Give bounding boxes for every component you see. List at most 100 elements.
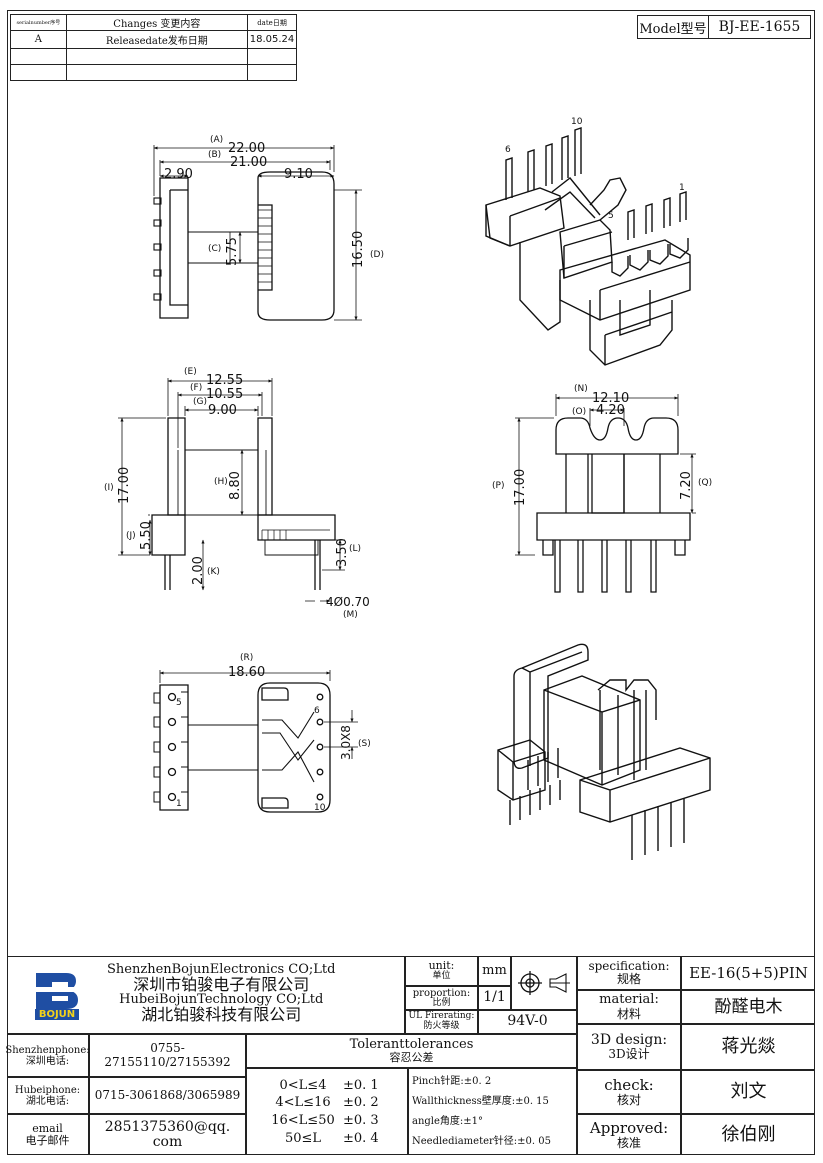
material-label-cell: material: 材料 [577,990,681,1024]
tolerance-title-cn: 容忍公差 [389,1051,434,1065]
email-label-cn: 电子邮件 [25,1134,70,1147]
projection-symbol-cell [511,956,577,1010]
dim-f-value: 10.55 [206,387,243,402]
hubei-value-cell: 0715-3061868/3065989 [89,1077,246,1114]
dim-o-tag: (O) [572,407,586,417]
model-value: BJ-EE-1655 [718,19,801,35]
tol-range: 4<L≤16 [275,1095,331,1111]
dim-b-value: 21.00 [230,155,267,170]
dim-left-value: 2.90 [164,167,193,182]
tol-note: Needlediameter针径:±0. 05 [412,1136,551,1147]
hubei-label-cell: Hubeiphone: 湖北电话: [7,1077,89,1114]
approved-label: Approved: [589,1119,669,1138]
tol-range: 50≤L [284,1130,322,1146]
dim-c-tag: (C) [208,244,221,254]
approved-label-cn: 核准 [616,1135,641,1150]
top-view [153,145,362,321]
dim-j-value: 5.50 [139,521,154,550]
proportion-value-cell: 1/1 [478,986,511,1010]
shenzhen-phone: 0755-27155110/27155392 [104,1041,231,1069]
firerating-label-cn: 防火等级 [423,1021,460,1031]
dim-g-value: 9.00 [208,403,237,418]
company-name-cn-1: 深圳市铂骏电子有限公司 [133,974,310,994]
iso-pin-10: 10 [571,117,583,127]
check-label: check: [604,1076,654,1095]
dim-m-value: 4Ø0.70 [326,595,370,609]
firerating-value: 94V-0 [507,1013,548,1030]
dim-f-tag: (F) [190,383,202,393]
firerating-label-cell: UL Firerating: 防火等级 [405,1010,478,1034]
tol-range: 0<L≤4 [279,1077,327,1093]
hubei-label-cn: 湖北电话: [25,1095,70,1107]
dim-j-tag: (J) [126,531,136,541]
tol-note: Pinch针距:±0. 2 [412,1076,492,1087]
check-value: 刘文 [730,1081,767,1103]
dim-b-tag: (B) [208,150,221,160]
material-value: 酚醛电木 [714,996,783,1017]
unit-label-cn: 单位 [432,971,451,982]
dim-s-value: 3.0X8 [339,725,353,760]
shenzhen-value-cell: 0755-27155110/27155392 [89,1034,246,1077]
check-label-cn: 核对 [616,1092,641,1107]
dim-l-value: 3.50 [335,538,350,567]
company-logo: BOJUN [7,957,107,1033]
company-name-cn-2: 湖北铂骏科技有限公司 [141,1005,302,1025]
tolerance-title: Toleranttolerances [349,1036,474,1052]
logo-text: BOJUN [34,1008,80,1020]
tol-note: angle角度:±1° [412,1116,484,1127]
dim-a-tag: (A) [210,135,223,145]
spec-value-cell: EE-16(5+5)PIN [681,956,815,990]
dim-l-tag: (L) [349,544,361,554]
company-name-en-2: HubeiBojunTechnology CO;Ltd [119,992,324,1008]
dim-d-tag: (D) [370,250,384,260]
dim-g-tag: (G) [193,397,207,407]
dim-q-value: 7.20 [679,471,694,500]
shenzhen-label-cell: Shenzhenphone: 深圳电话: [5,1034,90,1077]
email-label-cell: email 电子邮件 [7,1114,89,1155]
firerating-label: UL Firerating: [408,1011,475,1022]
hubei-phone: 0715-3061868/3065989 [94,1087,241,1102]
front-view [515,394,696,593]
spec-label-cell: specification: 规格 [577,956,681,990]
proportion-label-cn: 比例 [432,997,451,1008]
tol-note: Wallthickness壁厚度:±0. 15 [412,1096,549,1107]
dim-d-value: 16.50 [351,231,366,268]
unit-label-cell: unit: 单位 [405,956,478,986]
dim-p-value: 17.00 [513,469,528,506]
approved-value-cell: 徐伯刚 [681,1114,815,1155]
material-label: material: [599,992,659,1008]
tol-value: ±0. 1 [343,1077,379,1093]
logo-company-cell: BOJUN ShenzhenBojunElectronics CO;Ltd 深圳… [7,956,405,1034]
bottom-pin-6: 6 [314,706,320,716]
tolerance-title-cell: Toleranttolerances 容忍公差 [246,1034,577,1068]
approved-label-cell: Approved: 核准 [577,1114,681,1155]
dim-e-value: 12.55 [206,373,243,388]
dim-m-tag: (M) [343,610,358,620]
proportion-label-cell: proportion: 比例 [405,986,478,1010]
dim-s-tag: (S) [358,739,371,749]
check-value-cell: 刘文 [681,1070,815,1114]
tol-value: ±0. 4 [343,1130,379,1146]
dim-h-value: 8.80 [228,471,243,500]
dim-c-value: 5.75 [225,237,240,266]
iso-pin-6: 6 [505,145,511,155]
drawing-frame [7,10,815,1155]
unit-value: mm [482,962,507,978]
dim-k-tag: (K) [207,567,220,577]
bottom-pin-10: 10 [314,803,326,813]
firerating-value-cell: 94V-0 [478,1010,577,1034]
email-value-cell: 2851375360@qq. com [89,1114,246,1155]
shenzhen-label-cn: 深圳电话: [25,1055,70,1067]
dim-n-value: 12.10 [592,391,629,406]
email-value: 2851375360@qq. com [104,1118,231,1150]
proportion-value: 1/1 [483,989,506,1006]
dim-r-tag: (R) [240,653,253,663]
spec-label-cn: 规格 [616,972,641,986]
bojun-logo-icon [32,972,82,1009]
dim-a-value: 22.00 [228,141,265,156]
email-label: email [32,1121,63,1135]
dim-q-tag: (Q) [698,478,712,488]
model-box: Model型号 BJ-EE-1655 [637,15,811,39]
dim-k-value: 2.00 [191,556,206,585]
design-value-cell: 蒋光燚 [681,1024,815,1070]
